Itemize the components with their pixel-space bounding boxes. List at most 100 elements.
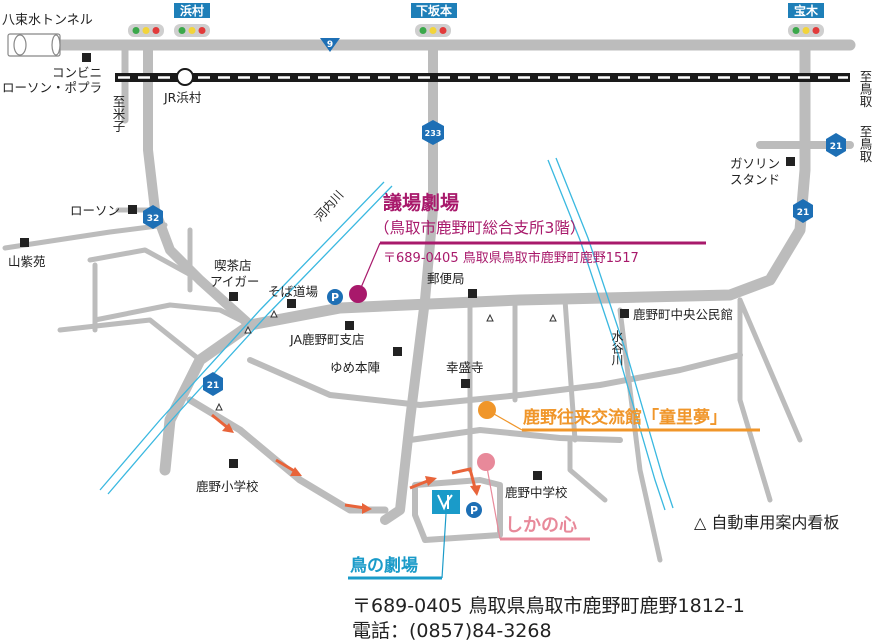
school-road xyxy=(186,396,389,514)
sanshien-label: 山紫苑 xyxy=(8,254,46,269)
arrowhead-icon xyxy=(470,485,481,496)
gas-label-1: ガソリン xyxy=(730,156,780,171)
left-road-c xyxy=(57,317,203,363)
tori-gekijo-logo-icon xyxy=(432,490,460,514)
svg-text:32: 32 xyxy=(147,214,160,224)
svg-text:21: 21 xyxy=(830,142,843,152)
parking-icon-tori: P xyxy=(466,502,482,518)
post-label: 郵便局 xyxy=(427,271,465,286)
route-shield-21-low: 21 xyxy=(203,372,223,396)
signal-takaragi-label: 宝木 xyxy=(794,3,819,18)
gijo-title: 議場劇場 xyxy=(383,191,459,214)
post-marker xyxy=(468,289,477,298)
tunnel-icon xyxy=(7,33,61,57)
community-label: 鹿野町中央公民館 xyxy=(633,307,733,322)
ja-marker xyxy=(345,321,354,330)
kawachi-river-label: 河内川 xyxy=(312,188,347,224)
shikanoshin-callout xyxy=(477,453,590,541)
conv-label-1: コンビニ xyxy=(52,65,102,80)
school-loop xyxy=(412,477,503,543)
arrowhead-icon xyxy=(362,503,372,514)
mid-vertical-d xyxy=(617,307,663,563)
lower-road xyxy=(407,427,623,443)
lawson-label: ローソン xyxy=(70,203,120,218)
footer-phone: 電話：(0857)84-3268 xyxy=(352,620,552,642)
arrow-2 xyxy=(275,458,297,474)
signal-left-unnamed xyxy=(128,24,164,37)
shikanoshin-title: しかの心 xyxy=(505,515,577,536)
mid-road xyxy=(247,352,743,408)
route-shield-32: 32 xyxy=(143,205,163,229)
tori-gekijo-callout xyxy=(348,513,447,580)
road-sign-icon xyxy=(215,402,223,411)
gas-label-2: スタンド xyxy=(730,172,780,187)
elem-school-marker xyxy=(229,459,238,468)
cafe-label-1: 喫茶店 xyxy=(214,258,252,273)
dorimu-callout xyxy=(478,401,760,432)
arrow-3 xyxy=(344,503,366,510)
sanshien-marker xyxy=(20,238,29,247)
left-road-b xyxy=(92,302,253,328)
gijo-address: 〒689-0405 鳥取県鳥取市鹿野町鹿野1517 xyxy=(383,250,639,266)
soba-marker xyxy=(287,299,296,308)
soba-label: そば道場 xyxy=(268,284,318,299)
yume-label: ゆめ本陣 xyxy=(330,360,380,375)
rivers xyxy=(99,157,674,511)
community-marker xyxy=(620,309,629,318)
right-road-b xyxy=(737,297,773,503)
route-32-road xyxy=(143,40,255,330)
right-road-a xyxy=(737,297,803,443)
svg-text:P: P xyxy=(470,504,478,517)
koseiji-label: 幸盛寺 xyxy=(446,360,484,375)
gijo-gekijo-callout xyxy=(349,241,706,303)
arrowhead-icon xyxy=(290,467,302,476)
to-yonago-label: 至米子 xyxy=(111,95,126,133)
tori-gekijo-title: 鳥の劇場 xyxy=(350,555,418,576)
to-tottori-road-label: 至鳥取 xyxy=(858,125,873,163)
signal-takaragi: 宝木 xyxy=(788,3,824,37)
mid-school-marker xyxy=(533,471,542,480)
gijo-subtitle: （鳥取市鹿野町総合支所3階） xyxy=(374,219,585,237)
svg-text:9: 9 xyxy=(327,40,333,50)
left-road-a xyxy=(87,247,203,283)
route-233-road xyxy=(380,40,438,525)
road-sign-icon xyxy=(270,309,278,318)
route-shield-21-mid: 21 xyxy=(793,199,813,223)
mizuya-river-line2 xyxy=(555,157,674,509)
elem-school-label: 鹿野小学校 xyxy=(196,479,259,494)
svg-text:21: 21 xyxy=(797,208,810,218)
signal-hamamura: 浜村 xyxy=(174,3,210,37)
tunnel-label: 八束水トンネル xyxy=(2,13,93,28)
ja-label: JA鹿野町支店 xyxy=(289,332,365,347)
road-sign-icon xyxy=(486,313,494,322)
svg-text:21: 21 xyxy=(207,381,220,391)
arrow-1 xyxy=(211,413,229,430)
svg-text:P: P xyxy=(331,291,339,304)
koseiji-marker xyxy=(461,379,470,388)
conv-marker xyxy=(82,53,91,62)
station-marker xyxy=(176,68,194,86)
signal-shimosakamoto-label: 下坂本 xyxy=(416,3,452,18)
signal-hamamura-label: 浜村 xyxy=(180,3,204,18)
road-sign-icon xyxy=(244,325,252,334)
dorimu-title: 鹿野往来交流館「童里夢」 xyxy=(523,407,727,428)
gas-marker xyxy=(786,157,795,166)
cafe-marker xyxy=(229,292,238,301)
station-label: JR浜村 xyxy=(163,90,202,105)
railway xyxy=(115,68,850,86)
lawson-marker xyxy=(128,205,137,214)
route-shield-21-top: 21 xyxy=(826,133,846,157)
cafe-label-2: アイガー xyxy=(210,274,259,289)
footer-address: 〒689-0405 鳥取県鳥取市鹿野町鹿野1812-1 xyxy=(352,595,745,617)
mizuya-river-line1 xyxy=(547,159,666,511)
kawachi-river-line2 xyxy=(107,185,393,495)
mizuya-river-label: 水谷川 xyxy=(610,330,624,366)
road-sign-icon xyxy=(549,313,557,322)
mid-vertical-c xyxy=(562,297,578,443)
svg-text:233: 233 xyxy=(425,129,442,138)
road-sign-markers xyxy=(215,309,557,411)
conv-label-2: ローソン・ポプラ xyxy=(2,80,102,95)
arrow-5 xyxy=(451,467,477,489)
signal-shimosakamoto: 下坂本 xyxy=(411,3,457,37)
